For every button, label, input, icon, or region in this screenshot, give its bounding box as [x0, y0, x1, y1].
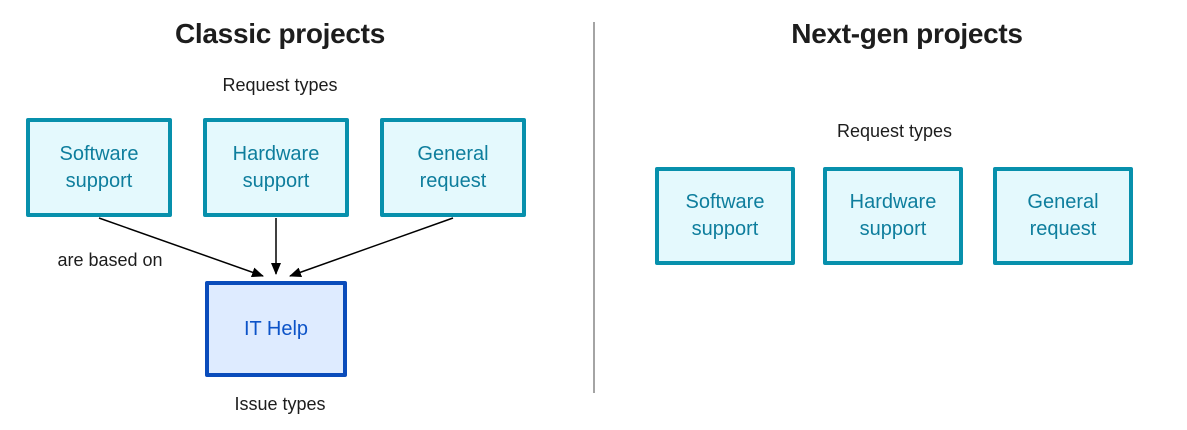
request-type-label: Hardware support [232, 142, 320, 192]
request-type-label: Software support [685, 191, 765, 240]
next-gen-request-type-box-general-request: General request [993, 167, 1133, 265]
next-gen-request-type-box-software-support: Software support [655, 167, 795, 265]
next-gen-request-types-label: Request types [836, 121, 953, 141]
request-type-label: Hardware support [849, 191, 937, 240]
classic-request-types-label: Request types [222, 75, 338, 95]
are-based-on-label: are based on [57, 250, 163, 270]
issue-type-box-it-help: IT Help [205, 281, 347, 377]
request-type-label: General request [1027, 191, 1099, 240]
classic-projects-title: Classic projects [175, 18, 385, 49]
issue-type-label: IT Help [243, 317, 309, 340]
panel-divider [593, 22, 595, 393]
next-gen-projects-title: Next-gen projects [791, 18, 1023, 49]
classic-request-type-box-general-request: General request [380, 118, 526, 217]
classic-request-type-box-hardware-support: Hardware support [203, 118, 349, 217]
request-type-label: Software support [59, 142, 139, 192]
request-type-label: General request [417, 142, 489, 192]
next-gen-request-type-box-hardware-support: Hardware support [823, 167, 963, 265]
classic-request-type-box-software-support: Software support [26, 118, 172, 217]
issue-types-label: Issue types [234, 394, 326, 414]
arrow-general-request-to-it-help [289, 217, 454, 278]
